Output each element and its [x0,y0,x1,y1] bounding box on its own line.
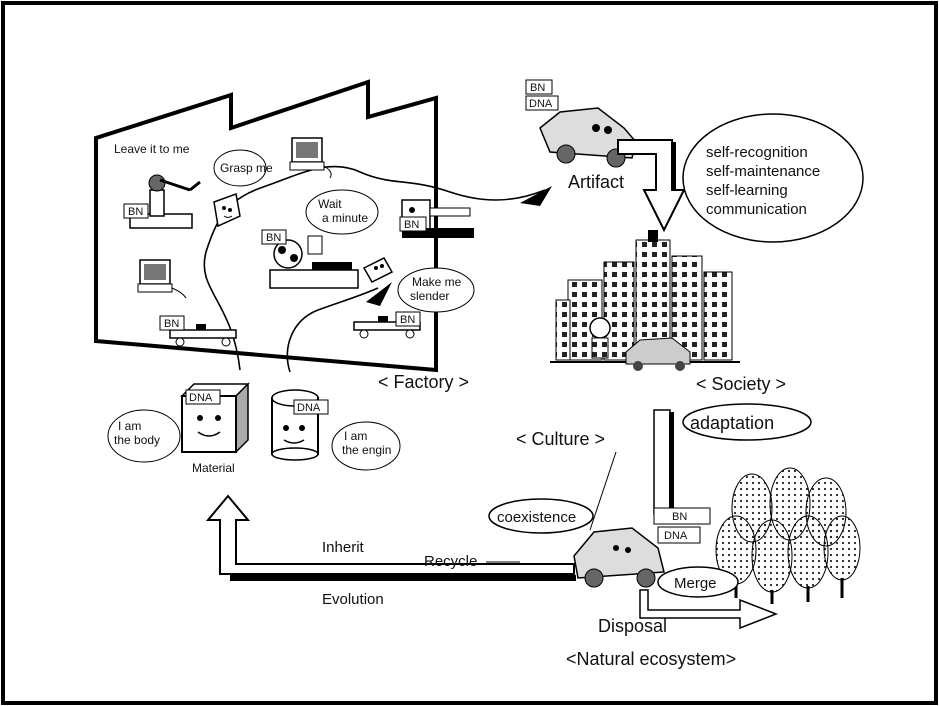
material-label: Material [192,461,235,475]
cylinder-dna-tag [293,399,329,415]
evolution-label: Evolution [322,591,384,608]
cart-left-bn-tag [159,315,185,331]
artifact-bn-label: BN [530,82,545,94]
computer-left-icon [137,259,187,299]
society-car-icon [625,337,691,371]
speech-body-2: the body [114,433,160,447]
society-to-disposal-shadow [669,412,674,512]
speech-slender-1: Make me [412,275,462,289]
ability-self-recognition: self-recognition [706,144,808,161]
speech-bubble-grasp [213,149,267,187]
merge-label: Merge [674,575,717,592]
disposal-dna-label: DNA [664,530,688,542]
forest-icon [715,467,861,604]
cart-right-bn-tag [395,311,421,327]
artifact-label: Artifact [568,172,624,192]
society-label: < Society > [696,374,786,394]
material-dna-label: DNA [189,392,213,404]
engine-flow-arrowhead [366,282,392,306]
speech-engine-2: the engin [342,443,391,457]
material-dna-tag [185,389,221,405]
merge-oval [657,566,739,598]
ability-communication: communication [706,201,807,218]
speech-engine-1: I am [344,429,367,443]
speech-bubble-engine [331,421,401,471]
speech-wait-2: a minute [322,211,368,225]
adaptation-label: adaptation [690,413,774,433]
engine-flow-path [286,287,379,373]
speech-slender-2: slender [410,289,449,303]
grasp-box-icon [213,192,241,228]
speech-bubble-body [107,409,181,463]
person-icon [589,317,611,359]
society-to-disposal-bar [653,409,671,515]
disposal-label: Disposal [598,616,667,636]
recycle-label: Recycle [424,553,477,570]
machine-bn-label: BN [404,219,419,231]
evolution-bar [230,575,576,581]
artifact-dna-tag [525,95,559,111]
recycle-loop-arrow [205,494,575,575]
machine-bn-tag [399,216,427,232]
robot-arm-icon [129,174,201,229]
factory-to-artifact-arrowhead [520,186,552,206]
assembly-bn-tag [261,229,287,245]
material-flow-path [203,165,546,371]
ecosystem-label: <Natural ecosystem> [566,649,736,669]
factory-label: < Factory > [378,372,469,392]
robot-bn-tag [123,203,149,219]
slender-part-icon [362,257,394,283]
ability-self-learning: self-learning [706,182,788,199]
coexistence-label: coexistence [497,509,576,526]
speech-grasp: Grasp me [220,161,273,175]
disposal-dna-tag [657,526,701,544]
cylinder-dna-label: DNA [297,402,321,414]
artifact-dna-label: DNA [529,98,553,110]
assembly-machine-icon [269,235,359,289]
assembly-bn-label: BN [266,232,281,244]
cart-left-bn-label: BN [164,318,179,330]
disposal-bn-label: BN [672,511,687,523]
artifact-car-icon [539,107,637,168]
speech-body-1: I am [118,419,141,433]
disposal-bn-tag [653,507,711,525]
artifact-arrow-shadow [672,142,676,190]
speech-leave-it: Leave it to me [114,142,190,156]
culture-pointer [589,451,617,531]
culture-label: < Culture > [516,429,605,449]
speech-bubble-slender [397,267,475,313]
speech-wait-1: Wait [318,197,342,211]
ability-self-maintenance: self-maintenance [706,163,820,180]
speech-bubble-wait [305,189,379,235]
cart-right-bn-label: BN [400,314,415,326]
disposal-car-icon [573,527,665,588]
computer-icon [289,137,332,179]
coexistence-oval [488,498,594,534]
inherit-label: Inherit [322,539,365,556]
artifact-bn-tag [525,79,553,95]
robot-bn-label: BN [128,206,143,218]
abilities-oval [682,113,864,243]
cart-left-icon [169,324,237,347]
adaptation-oval [682,403,812,441]
disposal-arrow [639,589,779,630]
